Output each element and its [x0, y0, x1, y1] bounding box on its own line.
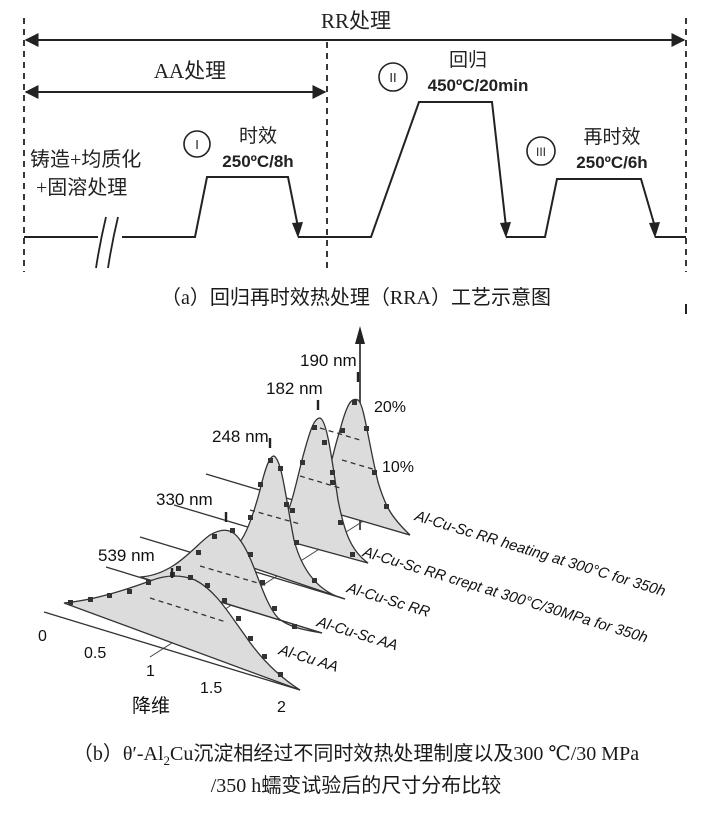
- caption-a: （a）回归再时效热处理（RRA）工艺示意图: [161, 287, 551, 309]
- baseline-al-cu-aa: [43, 611, 301, 691]
- x-tick-1: 1: [146, 663, 155, 680]
- peak-label-al-cu-sc-rr: 248 nm: [212, 427, 269, 446]
- size-distribution-plot: 539 nm 330 nm 248 nm 182 nm 190 nm 20% 1…: [38, 326, 668, 717]
- x-tick-0-5: 0.5: [84, 645, 106, 662]
- caption-b-subscript: 2: [163, 753, 171, 768]
- peak-label-al-cu-sc-aa: 330 nm: [156, 490, 213, 509]
- peak-label-al-cu-aa: 539 nm: [98, 546, 155, 565]
- stage-2-name: 回归: [449, 49, 487, 71]
- rra-process-diagram: RR处理 AA处理 铸造+均质化 +固溶处理 I 时效 250ºC/8h II …: [23, 9, 687, 272]
- x-tick-1-5: 1.5: [200, 680, 222, 697]
- y-tick-10: 10%: [382, 459, 414, 476]
- caption-b-part-2: Cu沉淀相经过不同时效热处理制度以及300 ℃/30 MPa: [170, 743, 640, 765]
- stage-1-condition: 250ºC/8h: [222, 152, 293, 171]
- stage-3-condition: 250ºC/6h: [576, 153, 647, 172]
- y-tick-20: 20%: [374, 399, 406, 416]
- stage-3-name: 再时效: [583, 126, 640, 148]
- caption-b-line-2: /350 h蠕变试验后的尺寸分布比较: [210, 775, 502, 797]
- series-label-al-cu-sc-rr: Al-Cu-Sc RR: [344, 579, 432, 621]
- stage-2-marker: [378, 62, 408, 92]
- y-axis-arrow: [355, 326, 365, 344]
- rr-label: RR处理: [321, 9, 391, 33]
- stage-1-roman: I: [195, 137, 199, 152]
- peak-label-crept: 182 nm: [266, 379, 323, 398]
- stage-2-roman: II: [389, 70, 396, 85]
- data-points: [68, 400, 389, 677]
- curve-al-cu-sc-aa: [139, 529, 323, 634]
- caption-b-part-1: （b）θ′-Al: [72, 743, 164, 765]
- stage-1-name: 时效: [239, 125, 277, 147]
- temperature-profile-line: [24, 101, 686, 238]
- axis-break-mark: [95, 216, 119, 269]
- caption-b-line-1: （b）θ′-Al2Cu沉淀相经过不同时效热处理制度以及300 ℃/30 MPa: [0, 740, 712, 775]
- x-tick-2: 2: [277, 699, 286, 716]
- peak-markers: [170, 372, 360, 578]
- initial-treatment-label-1: 铸造+均质化: [30, 148, 141, 171]
- stage-3-marker: [526, 136, 556, 166]
- x-tick-0: 0: [38, 628, 47, 645]
- aa-label: AA处理: [154, 59, 226, 83]
- cooling-arrow-2: [500, 222, 511, 238]
- reference-dashes: [149, 427, 377, 623]
- initial-treatment-label-2: +固溶处理: [36, 176, 127, 199]
- stage-2-condition: 450ºC/20min: [428, 76, 529, 95]
- cooling-arrow-3: [649, 222, 660, 238]
- series-label-al-cu-aa: Al-Cu AA: [276, 641, 340, 675]
- cooling-arrow-1: [292, 222, 303, 238]
- peak-label-heating: 190 nm: [300, 351, 357, 370]
- x-axis-label: 降维: [132, 695, 170, 717]
- stage-1-marker: [183, 130, 211, 158]
- stage-3-roman: III: [536, 145, 546, 159]
- series-label-al-cu-sc-aa: Al-Cu-Sc AA: [314, 613, 400, 654]
